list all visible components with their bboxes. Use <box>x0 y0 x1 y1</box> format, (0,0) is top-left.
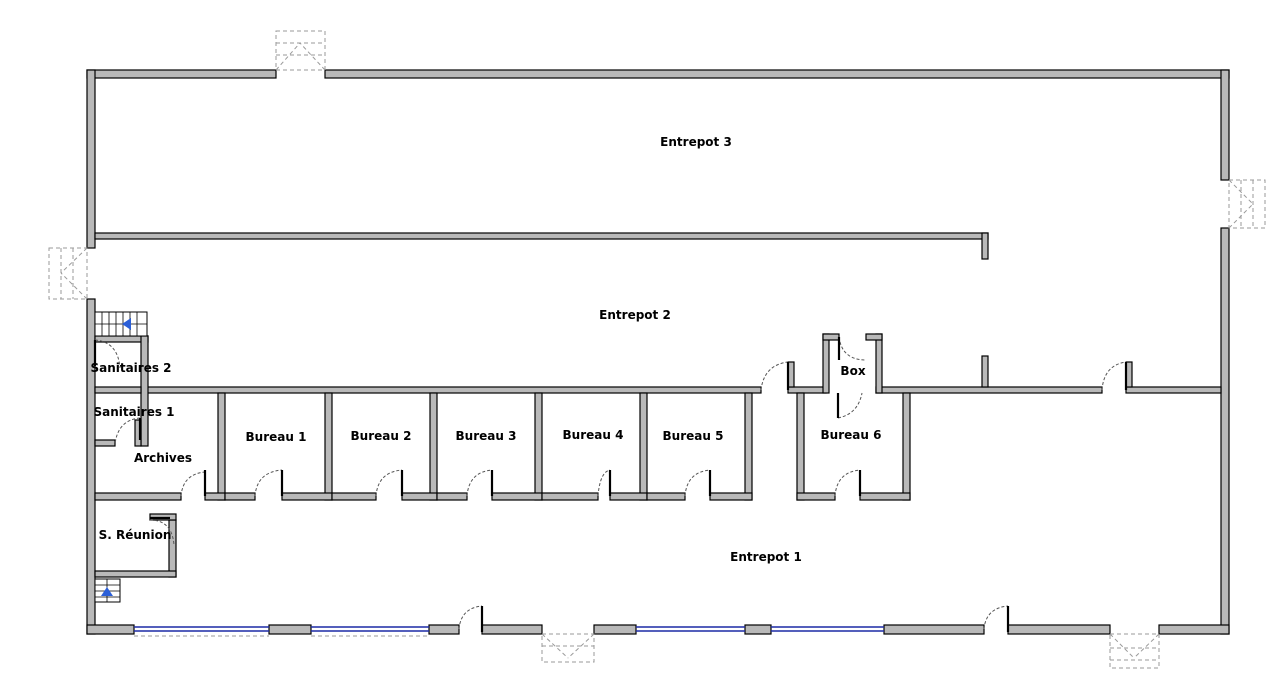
wall-bottom-2 <box>268 624 312 635</box>
label-bureau-5: Bureau 5 <box>663 429 724 443</box>
wall-b3-bottom-l <box>436 492 468 501</box>
wall-b6-right <box>902 392 911 501</box>
stair-arrow-icon <box>122 318 131 330</box>
wall-b6-left <box>796 392 805 501</box>
label-sanitaires-1: Sanitaires 1 <box>93 405 174 419</box>
wall-offices-top-2 <box>787 386 827 394</box>
wall-right-lower <box>1220 227 1230 635</box>
label-box: Box <box>840 364 865 378</box>
wall-box-top-r <box>865 333 883 341</box>
label-bureau-1: Bureau 1 <box>246 430 307 444</box>
wall-b3-right <box>534 392 543 501</box>
room-labels: Entrepot 3 Entrepot 2 Entrepot 1 Sanitai… <box>90 135 881 564</box>
wall-b1-bottom-r <box>281 492 333 501</box>
label-bureau-4: Bureau 4 <box>563 428 624 442</box>
wall-b4-bottom-l <box>541 492 599 501</box>
wall-b2-bottom-l <box>331 492 377 501</box>
wall-bottom-5 <box>593 624 637 635</box>
doors <box>93 336 1128 632</box>
wall-b1-right <box>324 392 333 501</box>
wall-san-right <box>140 335 149 447</box>
wall-reunion-bottom <box>94 570 177 578</box>
external-canopies <box>48 30 1266 669</box>
wall-b2-bottom-r <box>401 492 438 501</box>
wall-b6-bottom-l <box>796 492 836 501</box>
wall-b6-bottom-r <box>859 492 911 501</box>
wall-bottom-9 <box>1158 624 1230 635</box>
wall-b1-bottom-l <box>224 492 256 501</box>
label-bureau-6: Bureau 6 <box>821 428 882 442</box>
wall-e3-e2 <box>94 232 989 240</box>
wall-b2-right <box>429 392 438 501</box>
stairs-upper <box>94 311 148 337</box>
wall-top-left <box>86 69 277 79</box>
label-bureau-3: Bureau 3 <box>456 429 517 443</box>
label-reunion: S. Réunion <box>99 528 172 542</box>
wall-stub-1 <box>981 355 989 388</box>
wall-archives-right <box>217 392 226 501</box>
wall-box-left <box>822 333 830 394</box>
interior-walls <box>94 232 1222 578</box>
label-bureau-2: Bureau 2 <box>351 429 412 443</box>
wall-b5-right <box>744 392 753 501</box>
wall-san-bottom <box>94 439 116 447</box>
wall-bottom-7 <box>883 624 985 635</box>
wall-left-upper <box>86 69 96 249</box>
wall-archives-bottom-b <box>204 492 226 501</box>
label-sanitaires-2: Sanitaires 2 <box>90 361 171 375</box>
wall-top-right <box>324 69 1230 79</box>
wall-box-top-l <box>822 333 840 341</box>
stair-arrow-icon <box>101 587 113 596</box>
wall-bottom-8 <box>1007 624 1111 635</box>
wall-san-mid <box>94 386 142 394</box>
wall-offices-top-4 <box>1125 386 1222 394</box>
wall-b4-right <box>639 392 648 501</box>
wall-b5-bottom-r <box>709 492 753 501</box>
windows <box>134 626 884 637</box>
label-entrepot-3: Entrepot 3 <box>660 135 732 149</box>
wall-bottom-4 <box>481 624 543 635</box>
wall-b3-bottom-r <box>491 492 543 501</box>
wall-bottom-6 <box>744 624 772 635</box>
wall-left-lower <box>86 298 96 635</box>
wall-archives-bottom <box>94 492 182 501</box>
stairs-lower <box>94 578 121 603</box>
label-archives: Archives <box>134 451 192 465</box>
label-entrepot-1: Entrepot 1 <box>730 550 802 564</box>
wall-b5-bottom-l <box>646 492 686 501</box>
wall-offices-top-3 <box>875 386 1103 394</box>
wall-bottom-1 <box>86 624 135 635</box>
label-entrepot-2: Entrepot 2 <box>599 308 671 322</box>
wall-e3-e2-end <box>981 232 989 260</box>
wall-right-upper <box>1220 69 1230 181</box>
wall-box-right <box>875 333 883 394</box>
wall-b4-bottom-r <box>609 492 648 501</box>
wall-bottom-3 <box>428 624 460 635</box>
wall-offices-top-1 <box>140 386 762 394</box>
outer-walls <box>86 69 1230 635</box>
